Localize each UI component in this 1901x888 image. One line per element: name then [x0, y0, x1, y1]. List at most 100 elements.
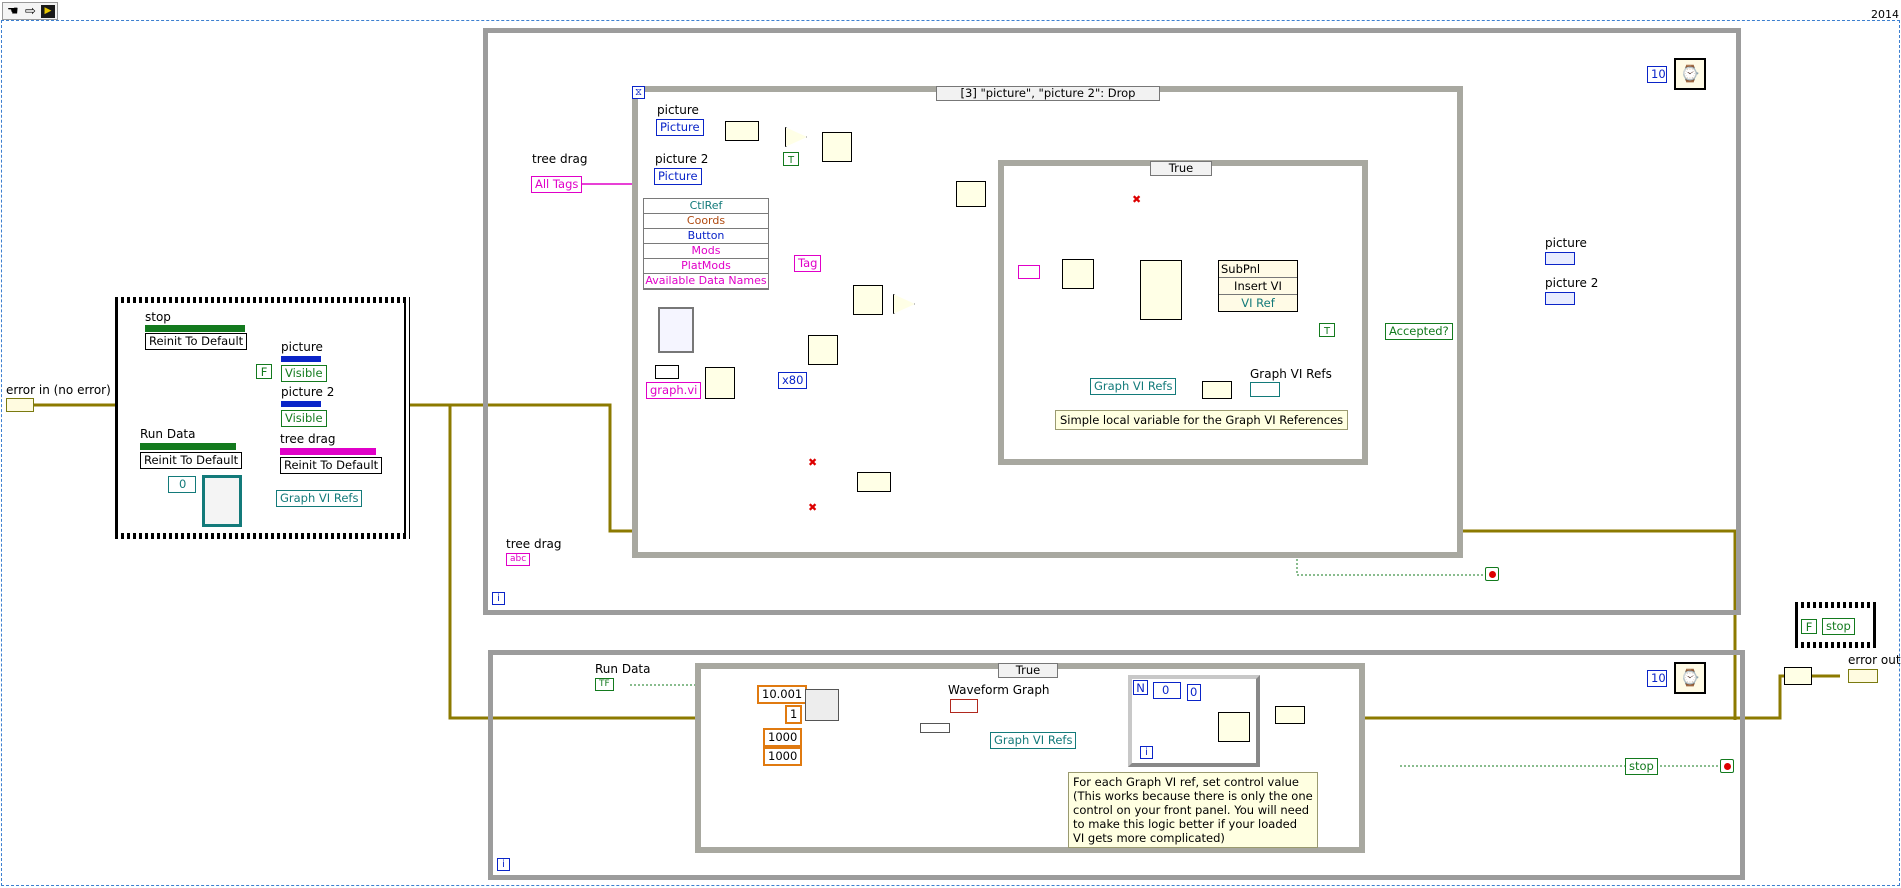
event-wait-icon[interactable]: ⌚ — [1674, 58, 1706, 90]
data-loop-comment: For each Graph VI ref, set control value… — [1068, 772, 1318, 848]
picture2-right-label: picture 2 — [1545, 276, 1599, 290]
tag-string-const[interactable] — [1018, 265, 1040, 279]
samples-const-a[interactable]: 1000 — [763, 728, 803, 747]
final-merge-node[interactable] — [1784, 667, 1812, 685]
outer-frame — [1, 20, 1900, 886]
data-run-label: Run Data — [595, 662, 651, 676]
picture-right-terminal[interactable] — [1545, 252, 1575, 265]
init-run-data-method[interactable]: Reinit To Default — [140, 452, 243, 469]
static-vi-ref[interactable] — [655, 365, 679, 379]
search-array-node[interactable] — [853, 285, 883, 315]
run-icon[interactable]: ▶ — [41, 5, 55, 18]
inner-case-selector[interactable]: True — [1150, 161, 1212, 176]
init-zero-const[interactable]: 0 — [168, 476, 196, 493]
stop-event-wire — [1296, 555, 1485, 576]
graph-vi-path[interactable]: graph.vi — [646, 382, 702, 399]
event-data-ctlref[interactable]: CtlRef — [644, 199, 768, 214]
error-out-terminal[interactable] — [1848, 669, 1878, 683]
init-graph-vi-refs[interactable]: Graph VI Refs — [276, 490, 363, 507]
data-while-loop — [488, 650, 1745, 880]
subpanel-property-node[interactable]: SubPnl Insert VI VI Ref — [1218, 260, 1298, 312]
init-picture2-label: picture 2 — [281, 385, 335, 399]
waveform-graph-indicator[interactable] — [950, 699, 978, 713]
null-x-icon[interactable]: ✖ — [1132, 193, 1142, 206]
init-build-array-icon[interactable] — [202, 475, 242, 527]
data-case-selector[interactable]: True — [998, 663, 1058, 678]
inner-case-comment: Simple local variable for the Graph VI R… — [1055, 410, 1349, 430]
init-false-const[interactable]: F — [256, 364, 272, 379]
zero-const-a[interactable]: 0 — [1153, 682, 1181, 699]
true-const[interactable]: T — [783, 152, 799, 166]
error-wire-event — [485, 403, 635, 533]
subpanel-prop-method: Insert VI — [1219, 278, 1297, 295]
data-stop-terminal[interactable] — [1720, 759, 1734, 773]
event-data-button[interactable]: Button — [644, 229, 768, 244]
amp-const[interactable]: 1 — [785, 705, 803, 724]
wait-ref-node[interactable] — [956, 181, 986, 207]
tree-drag-bottom-const[interactable]: abc — [506, 553, 531, 566]
final-false-const[interactable]: F — [1801, 619, 1817, 634]
event-loop-iteration: i — [492, 592, 505, 605]
select-node[interactable] — [822, 132, 852, 162]
event-wait-const[interactable]: 10 — [1647, 66, 1667, 83]
event-while-loop — [483, 28, 1741, 615]
waveform-graph-label: Waveform Graph — [948, 683, 1050, 697]
run-vi-node[interactable] — [1140, 260, 1182, 320]
open-vi-ref-node[interactable] — [705, 367, 735, 399]
event-data-mods[interactable]: Mods — [644, 244, 768, 259]
build-array-node[interactable] — [725, 121, 759, 141]
data-wait-const[interactable]: 10 — [1647, 670, 1667, 687]
event-data-platmods[interactable]: PlatMods — [644, 259, 768, 274]
version-label: 2014 — [1871, 8, 1899, 21]
final-stop-local[interactable]: stop — [1822, 618, 1855, 635]
null-ref-node-a[interactable]: ✖ — [808, 456, 818, 469]
stop-local[interactable]: stop — [1625, 758, 1658, 775]
graph-vi-refs-local[interactable]: Graph VI Refs — [1090, 378, 1177, 395]
cursor-node[interactable] — [1062, 259, 1094, 289]
accepted-terminal[interactable]: Accepted? — [1385, 323, 1453, 340]
waveform-ref-const[interactable] — [920, 723, 950, 733]
event-data-available-names[interactable]: Available Data Names — [644, 274, 768, 289]
build-array-node-2[interactable] — [1202, 381, 1232, 399]
init-stop-bar — [145, 325, 245, 332]
event-timeout-icon[interactable]: ⧖ — [632, 86, 645, 99]
picture2-ref[interactable]: Picture — [654, 168, 702, 185]
sine-waveform-node[interactable] — [805, 689, 839, 721]
operate-hand-icon[interactable]: ☚ — [7, 4, 19, 19]
samples-const-b[interactable]: 1000 — [763, 747, 803, 766]
tree-drag-bottom-label: tree drag — [506, 537, 562, 551]
accepted-true-const[interactable]: T — [1319, 323, 1335, 337]
data-table-icon[interactable] — [658, 307, 694, 353]
data-graph-vi-refs-local[interactable]: Graph VI Refs — [990, 732, 1077, 749]
init-stop-method[interactable]: Reinit To Default — [145, 333, 248, 350]
event-data-coords[interactable]: Coords — [644, 214, 768, 229]
init-picture-visible[interactable]: Visible — [281, 365, 327, 382]
event-selector[interactable]: [3] "picture", "picture 2": Drop — [936, 86, 1160, 101]
merge-errors-node[interactable] — [1275, 706, 1305, 724]
init-tree-drag-method[interactable]: Reinit To Default — [280, 457, 383, 474]
x80-const[interactable]: x80 — [778, 372, 808, 389]
data-loop-iteration: i — [497, 858, 510, 871]
picture2-right-terminal[interactable] — [1545, 292, 1575, 305]
zero-const-b[interactable]: 0 — [1187, 684, 1201, 701]
data-wait-icon[interactable]: ⌚ — [1674, 662, 1706, 694]
error-in-terminal[interactable] — [6, 398, 34, 412]
graph-vi-refs-indicator[interactable] — [1250, 382, 1280, 397]
sine-freq-const[interactable]: 10.001 — [757, 685, 808, 704]
graph-vi-refs-label: Graph VI Refs — [1250, 367, 1332, 381]
unbundle-node[interactable] — [808, 335, 838, 365]
picture-ref[interactable]: Picture — [656, 119, 704, 136]
data-run-const[interactable]: TF — [595, 678, 614, 691]
error-in-label: error in (no error) — [6, 383, 111, 397]
build-cluster-node[interactable] — [857, 472, 891, 492]
tag-local[interactable]: Tag — [794, 255, 822, 272]
init-picture2-visible[interactable]: Visible — [281, 410, 327, 427]
for-loop-n: N — [1133, 680, 1148, 695]
arrow-icon[interactable]: ⇨ — [25, 4, 36, 19]
all-tags-property[interactable]: All Tags — [531, 176, 583, 193]
set-control-value-node[interactable] — [1218, 712, 1250, 742]
stop-event-terminal[interactable] — [1485, 567, 1499, 581]
init-run-data-bar — [140, 443, 236, 450]
error-out-label: error out — [1848, 653, 1901, 667]
null-ref-node-b[interactable]: ✖ — [808, 501, 818, 514]
